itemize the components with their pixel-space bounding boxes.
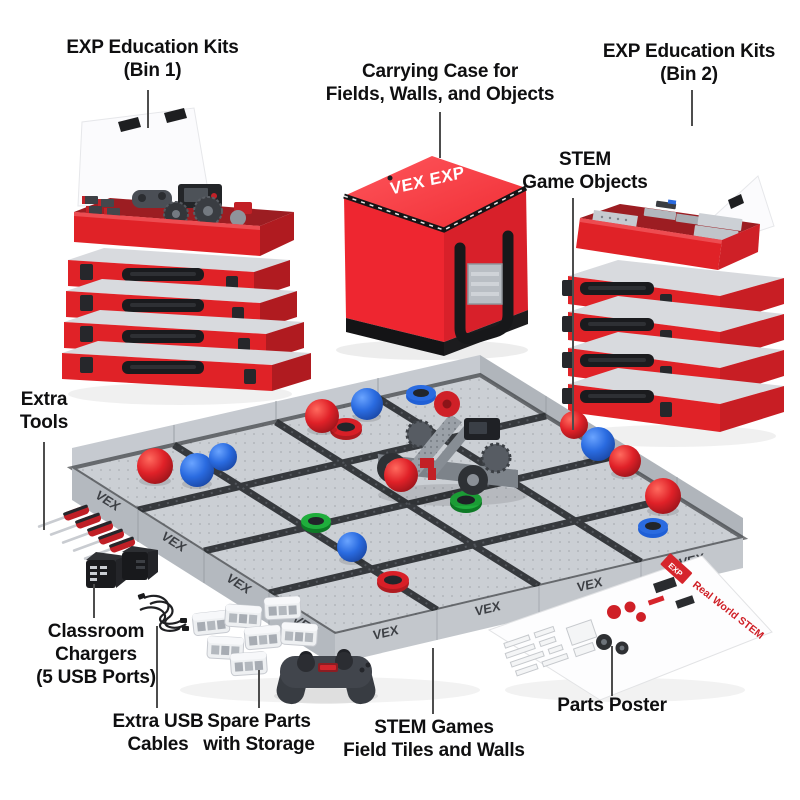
poster-sheet: [487, 555, 773, 701]
leader-line-game-objects: [572, 198, 574, 430]
bin-stack-2: [562, 175, 784, 432]
usb-cable-bundle: [137, 593, 189, 632]
red-ball: [645, 478, 681, 514]
callout-spare-parts-line2: with Storage: [203, 734, 315, 755]
case-top: [344, 156, 526, 230]
callout-bin1: EXP Education Kits (Bin 1): [40, 36, 265, 82]
ring-green: [301, 513, 331, 533]
wall-vex-logo: VEX: [372, 622, 399, 643]
bin1-closed-bins: [62, 248, 311, 391]
leader-line-bin1: [147, 90, 149, 128]
charger-5-port: [86, 552, 126, 588]
callout-game-objects-line2: Game Objects: [522, 172, 648, 193]
ring-blue: [406, 385, 436, 405]
callout-bin1-line1: EXP Education Kits: [66, 37, 239, 58]
bin2-open-tray: [576, 218, 722, 270]
callout-bin1-line2: (Bin 1): [123, 60, 182, 81]
red-ball: [305, 399, 339, 433]
callout-chargers-line3: (5 USB Ports): [36, 667, 156, 688]
blue-ball: [209, 443, 237, 471]
callout-bin2-line1: EXP Education Kits: [602, 41, 776, 62]
ring-red: [330, 418, 362, 440]
wall-vex-logo: VEX: [474, 598, 501, 619]
callout-case-line1: Carrying Case for: [361, 61, 519, 82]
leader-line-case: [439, 112, 441, 158]
callout-poster: Parts Poster: [550, 694, 674, 717]
callout-spare-parts-line1: Spare Parts: [207, 711, 311, 732]
case-handle: [454, 230, 514, 345]
callout-bin2-line2: (Bin 2): [660, 64, 718, 85]
leader-line-usb-cables: [156, 626, 158, 708]
ring-green: [450, 491, 482, 513]
ring-red: [377, 571, 409, 593]
callout-field-line2: Field Tiles and Walls: [343, 740, 525, 761]
wall-vex-logo: VEX: [576, 574, 603, 595]
callout-chargers-line1: Classroom: [47, 621, 145, 642]
bin-stack-1: [62, 107, 311, 391]
leader-line-spare-parts: [258, 670, 260, 708]
callout-usb-cables-line2: Cables: [127, 734, 189, 755]
ring-blue: [638, 518, 668, 538]
game-controller: [274, 649, 378, 705]
red-ball: [137, 448, 173, 484]
callout-extra-tools-line1: Extra: [20, 389, 68, 410]
callout-field-line1: STEM Games: [374, 717, 494, 738]
callout-chargers-line2: Chargers: [55, 644, 137, 665]
blue-ball: [581, 427, 615, 461]
callout-extra-tools-line2: Tools: [19, 412, 69, 433]
blue-ball: [337, 532, 367, 562]
callout-poster-line1: Parts Poster: [557, 695, 667, 716]
leader-line-bin2: [691, 90, 693, 126]
callout-spare-parts: Spare Parts with Storage: [186, 710, 332, 756]
robot-held-red-ball: [384, 458, 418, 492]
leader-line-extra-tools: [43, 442, 45, 530]
bin1-contents: [82, 184, 252, 227]
blue-ball: [180, 453, 214, 487]
game-field: VEX VEX VEX VEX VEX VEX VEX VEX: [66, 355, 749, 666]
leader-line-poster: [611, 646, 613, 696]
charger-wall: [122, 546, 158, 580]
spare-parts-boxes: [191, 595, 319, 677]
classroom-chargers: [86, 546, 158, 588]
callout-field: STEM Games Field Tiles and Walls: [322, 716, 546, 762]
case-front: [344, 196, 444, 342]
carrying-case: VEX EXP: [343, 156, 528, 356]
leader-line-field: [432, 648, 434, 714]
callout-usb-cables: Extra USB Cables: [96, 710, 220, 756]
robot: [377, 391, 528, 506]
callout-usb-cables-line1: Extra USB: [112, 711, 204, 732]
blue-ball: [351, 388, 383, 420]
bin2-closed-bins: [562, 260, 784, 432]
callout-chargers: Classroom Chargers (5 USB Ports): [15, 620, 177, 689]
leader-line-chargers: [93, 584, 95, 618]
callout-bin2: EXP Education Kits (Bin 2): [578, 40, 800, 86]
game-objects: [137, 385, 681, 593]
callout-extra-tools: Extra Tools: [6, 388, 82, 434]
red-ball: [560, 411, 588, 439]
callout-game-objects: STEM Game Objects: [510, 148, 660, 194]
callout-game-objects-line1: STEM: [559, 149, 611, 170]
red-ball: [609, 445, 641, 477]
poster-part-outlines: [503, 619, 598, 677]
game-balls: [137, 388, 681, 565]
callout-case: Carrying Case for Fields, Walls, and Obj…: [325, 60, 555, 106]
callout-case-line2: Fields, Walls, and Objects: [325, 84, 555, 105]
